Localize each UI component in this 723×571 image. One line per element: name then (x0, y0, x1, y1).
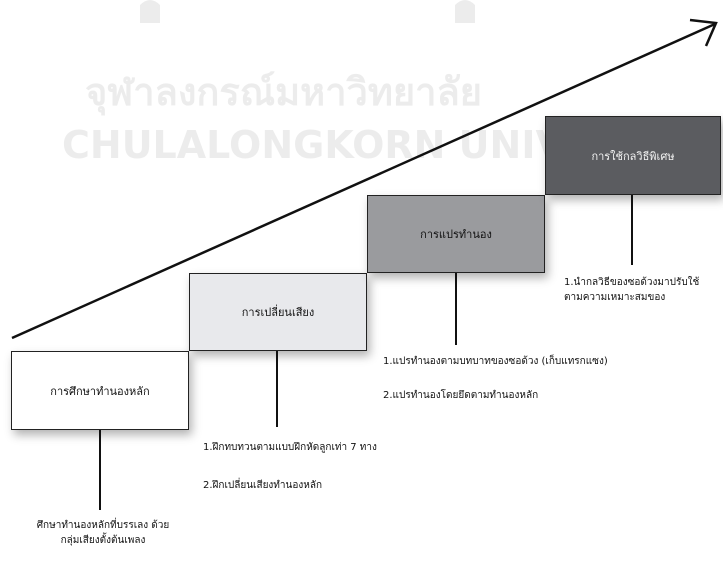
note-step2-item2: 2.ฝึกเปลี่ยนเสียงทำนองหลัก (203, 480, 323, 491)
emblem-right-icon (455, 0, 475, 23)
note-step4-line2: ตามความเหมาะสมของ (564, 292, 666, 303)
watermark-thai: จุฬาลงกรณ์มหาวิทยาลัย (85, 70, 482, 116)
step-special-techniques: การใช้กลวิธีพิเศษ (545, 116, 721, 195)
note-step3-item2: 2.แปรทำนองโดยยึดตามทำนองหลัก (383, 390, 539, 401)
note-step1: ศึกษาทำนองหลักที่บรรเลง ด้วยกลุ่มเสียงตั… (36, 520, 170, 546)
arrowhead-icon (689, 18, 718, 47)
note-step4: 1.นำกลวิธีของซอด้วงมาปรับใช้ ตามความเหมา… (564, 275, 699, 305)
connector-line (276, 351, 278, 427)
step-melody-variation: การแปรทำนอง (367, 195, 545, 273)
connector-line (99, 430, 101, 510)
note-step4-line1: 1.นำกลวิธีของซอด้วงมาปรับใช้ (564, 277, 700, 288)
connector-line (631, 195, 633, 265)
trend-line (11, 22, 716, 340)
step-study-main-melody: การศึกษาทำนองหลัก (11, 351, 189, 430)
note-step3-item1: 1.แปรทำนองตามบทบาทของซอด้วง (เก็บแทรกแซง… (383, 356, 608, 367)
step-label: การเปลี่ยนเสียง (241, 306, 315, 319)
step-change-pitch: การเปลี่ยนเสียง (189, 273, 367, 351)
step-label: การแปรทำนอง (420, 228, 492, 241)
connector-line (455, 273, 457, 345)
note-step2-item1: 1.ฝึกทบทวนตามแบบฝึกหัดลูกเท่า 7 ทาง (203, 442, 377, 453)
step-label: การใช้กลวิธีพิเศษ (591, 149, 675, 163)
emblem-left-icon (140, 0, 160, 23)
step-label: การศึกษาทำนองหลัก (50, 384, 150, 398)
